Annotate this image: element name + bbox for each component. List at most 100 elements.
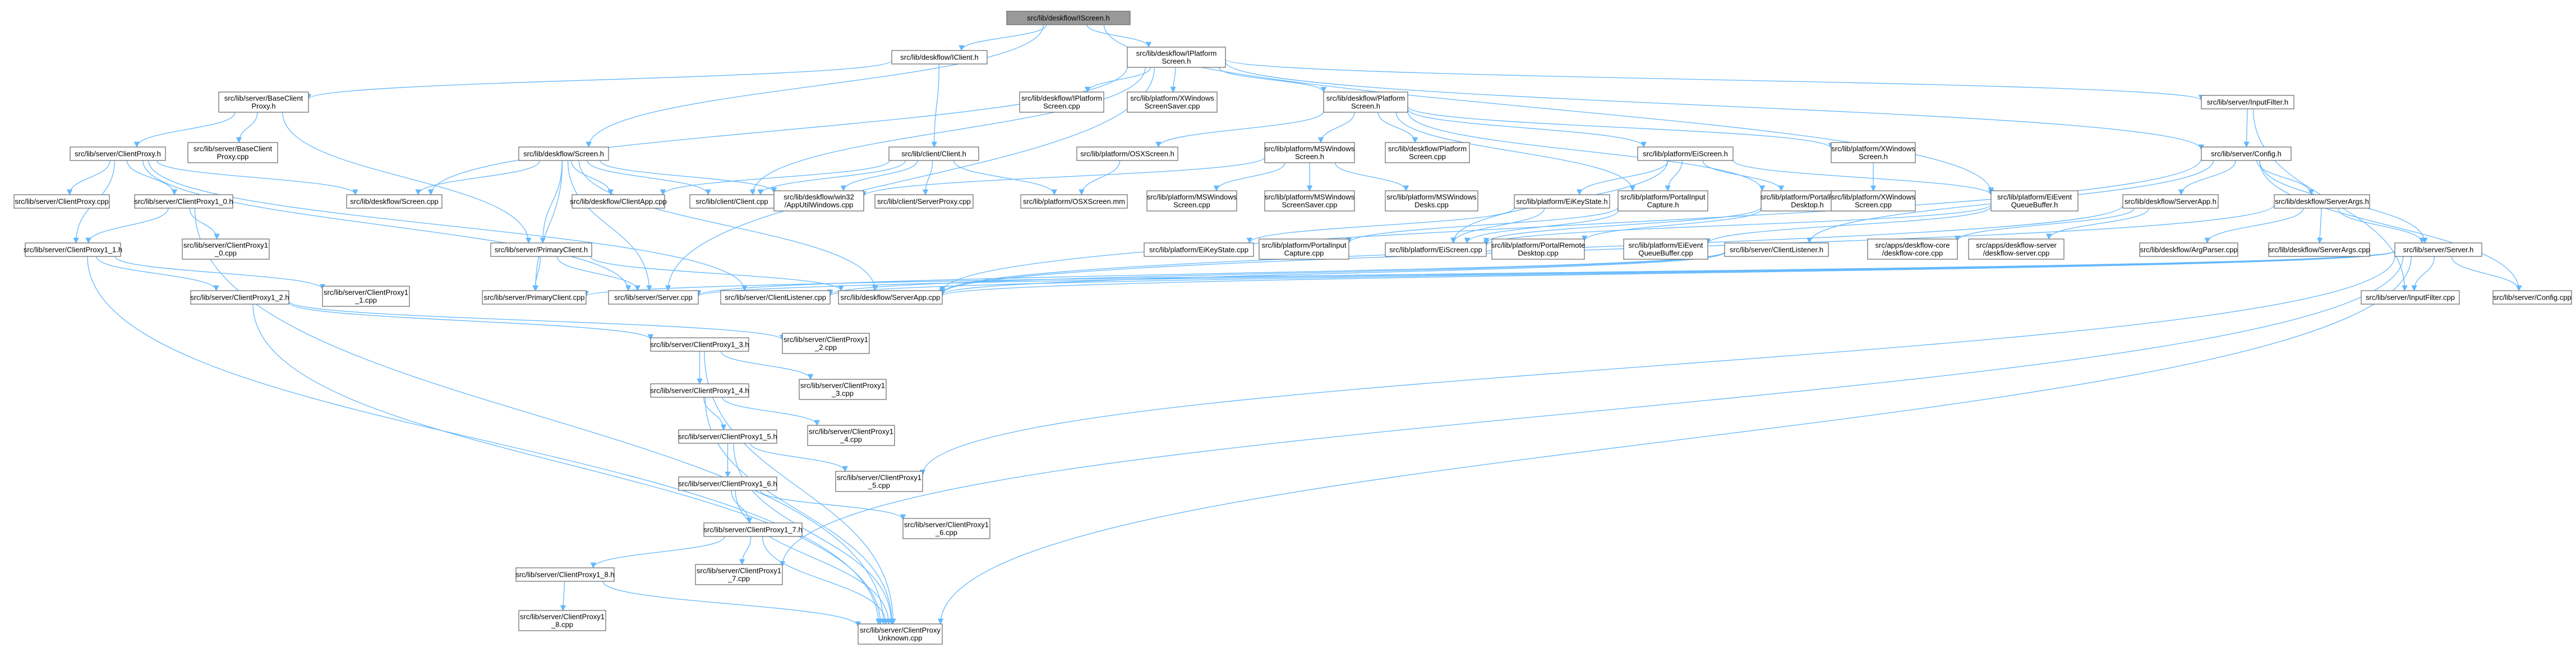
node-cp11_cpp[interactable]: src/lib/server/ClientProxy1_1.cpp xyxy=(322,286,410,307)
node-primary_h[interactable]: src/lib/server/PrimaryClient.h xyxy=(490,242,592,257)
node-iscreen[interactable]: src/lib/deskflow/IScreen.h xyxy=(1006,11,1131,25)
edge-serverargs_h-to-server_h xyxy=(2338,208,2425,244)
node-serverapp_h[interactable]: src/lib/deskflow/ServerApp.h xyxy=(2122,194,2219,209)
node-screen_cpp[interactable]: src/lib/deskflow/Screen.cpp xyxy=(346,194,443,209)
node-box xyxy=(2274,194,2370,209)
node-cp2_h[interactable]: src/lib/server/ClientProxy1_2.h xyxy=(190,290,289,305)
node-argparser[interactable]: src/lib/deskflow/ArgParser.cpp xyxy=(2139,242,2238,257)
node-box xyxy=(1144,242,1254,257)
edge-serverargs_h-to-serverargs_cpp xyxy=(2317,208,2323,244)
edge-eievent_h-to-eiscreen_cpp xyxy=(1483,204,1992,246)
node-cp4_cpp[interactable]: src/lib/server/ClientProxy1_4.cpp xyxy=(807,425,895,446)
node-cp5_cpp[interactable]: src/lib/server/ClientProxy1_5.cpp xyxy=(835,471,923,492)
node-client_cpp[interactable]: src/lib/client/Client.cpp xyxy=(689,194,775,209)
node-inputfilter_cpp[interactable]: src/lib/server/InputFilter.cpp xyxy=(2361,290,2460,305)
node-primary_cpp[interactable]: src/lib/server/PrimaryClient.cpp xyxy=(482,290,587,305)
node-box xyxy=(689,194,775,209)
node-clientapp[interactable]: src/lib/deskflow/ClientApp.cpp xyxy=(570,194,667,209)
node-client_h[interactable]: src/lib/client/Client.h xyxy=(888,146,979,161)
edge-client_h-to-osx_mm xyxy=(953,160,1057,196)
node-label: Capture.h xyxy=(1647,201,1679,209)
node-screen_h[interactable]: src/lib/deskflow/Screen.h xyxy=(518,146,609,161)
node-cp10_h[interactable]: src/lib/server/ClientProxy1_0.h xyxy=(134,194,233,209)
edge-server_h-to-inputfilter_cpp xyxy=(2411,256,2435,292)
node-cp2_cpp[interactable]: src/lib/server/ClientProxy1_2.cpp xyxy=(782,333,870,354)
node-srv_cpp[interactable]: src/apps/deskflow-server/deskflow-server… xyxy=(1968,238,2065,260)
node-config_cpp[interactable]: src/lib/server/Config.cpp xyxy=(2492,290,2572,305)
node-cp10_cpp[interactable]: src/lib/server/ClientProxy1_0.cpp xyxy=(182,238,270,260)
node-server_h[interactable]: src/lib/server/Server.h xyxy=(2394,242,2482,257)
node-eiscreen_cpp[interactable]: src/lib/platform/EiScreen.cpp xyxy=(1385,242,1487,257)
node-label: src/apps/deskflow-core xyxy=(1875,241,1950,250)
node-cp8_cpp[interactable]: src/lib/server/ClientProxy1_8.cpp xyxy=(518,610,606,631)
node-config_h[interactable]: src/lib/server/Config.h xyxy=(2201,146,2292,161)
node-eikey_cpp[interactable]: src/lib/platform/EiKeyState.cpp xyxy=(1144,242,1254,257)
edge-client_h-to-clientapp xyxy=(660,160,890,196)
node-cp8_h[interactable]: src/lib/server/ClientProxy1_8.h xyxy=(515,567,615,582)
node-mswsaver[interactable]: src/lib/platform/MSWindowsScreenSaver.cp… xyxy=(1264,190,1355,212)
node-serverapp_cpp[interactable]: src/lib/deskflow/ServerApp.cpp xyxy=(838,290,943,305)
node-box xyxy=(1514,194,1610,209)
node-box xyxy=(482,290,587,305)
node-osx_mm[interactable]: src/lib/platform/OSXScreen.mm xyxy=(1020,194,1128,209)
edge-msw_h-to-win32 xyxy=(860,157,1265,198)
node-cp4_h[interactable]: src/lib/server/ClientProxy1_4.h xyxy=(650,383,749,398)
edge-eikey_h-to-eiscreen_cpp xyxy=(1450,208,1545,244)
node-core_cpp[interactable]: src/apps/deskflow-core/deskflow-core.cpp xyxy=(1867,238,1958,260)
node-serverproxy[interactable]: src/lib/client/ServerProxy.cpp xyxy=(874,194,974,209)
node-cp7_cpp[interactable]: src/lib/server/ClientProxy1_7.cpp xyxy=(695,564,783,585)
node-cp7_h[interactable]: src/lib/server/ClientProxy1_7.h xyxy=(703,522,803,537)
node-label: src/lib/deskflow/Platform xyxy=(1388,145,1467,153)
edge-cp10_h-to-unknown xyxy=(194,208,887,625)
node-eiscreen_h[interactable]: src/lib/platform/EiScreen.h xyxy=(1637,146,1734,161)
node-cp3_h[interactable]: src/lib/server/ClientProxy1_3.h xyxy=(650,337,749,352)
node-box xyxy=(1264,142,1355,163)
node-box xyxy=(695,564,783,585)
node-cp11_h[interactable]: src/lib/server/ClientProxy1_1.h xyxy=(24,242,122,257)
edge-eiscreen_h-to-portalinput_h xyxy=(1665,160,1683,192)
node-clientproxy_h[interactable]: src/lib/server/ClientProxy.h xyxy=(70,146,166,161)
node-box xyxy=(572,194,665,209)
edge-cp3_h-to-unknown xyxy=(704,351,896,625)
node-label: src/lib/server/ClientProxy1_6.h xyxy=(678,480,777,488)
node-inputfilter_h[interactable]: src/lib/server/InputFilter.h xyxy=(2201,95,2294,109)
node-eikey_h[interactable]: src/lib/platform/EiKeyState.h xyxy=(1514,194,1610,209)
node-iclient[interactable]: src/lib/deskflow/IClient.h xyxy=(891,50,988,65)
node-clientproxy_cpp[interactable]: src/lib/server/ClientProxy.cpp xyxy=(13,194,110,209)
node-cp6_h[interactable]: src/lib/server/ClientProxy1_6.h xyxy=(678,476,777,491)
node-server_cpp[interactable]: src/lib/server/Server.cpp xyxy=(608,290,699,305)
node-label: Capture.cpp xyxy=(1284,249,1324,258)
edge-cp6_h-to-unknown xyxy=(735,490,892,625)
node-osx_h[interactable]: src/lib/platform/OSXScreen.h xyxy=(1076,146,1178,161)
node-label: Desktop.h xyxy=(1791,201,1824,209)
node-label: _2.cpp xyxy=(814,343,837,352)
node-cp6_cpp[interactable]: src/lib/server/ClientProxy1_6.cpp xyxy=(902,518,990,539)
node-cp3_cpp[interactable]: src/lib/server/ClientProxy1_3.cpp xyxy=(799,379,887,400)
node-cp5_h[interactable]: src/lib/server/ClientProxy1_5.h xyxy=(678,429,777,444)
node-box xyxy=(1385,242,1487,257)
node-clientlistener_cpp[interactable]: src/lib/server/ClientListener.cpp xyxy=(720,290,831,305)
node-box xyxy=(1831,190,1916,212)
node-serverargs_h[interactable]: src/lib/deskflow/ServerArgs.h xyxy=(2274,194,2370,209)
node-win32[interactable]: src/lib/deskflow/win32/AppUtilWindows.cp… xyxy=(773,190,864,212)
node-clientlistener_h[interactable]: src/lib/server/ClientListener.h xyxy=(1724,242,1829,257)
node-serverargs_cpp[interactable]: src/lib/deskflow/ServerArgs.cpp xyxy=(2268,242,2370,257)
